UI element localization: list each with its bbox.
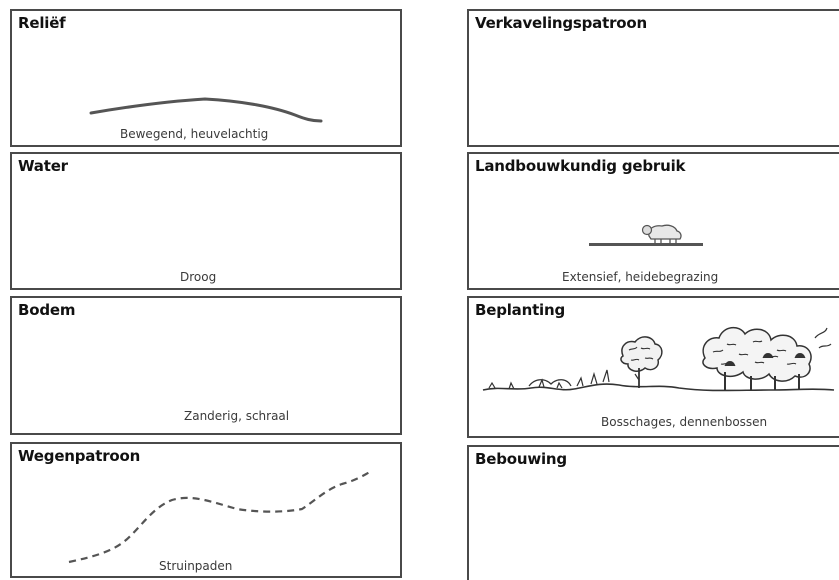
panel-title-relief: Reliëf xyxy=(18,14,66,32)
panel-title-water: Water xyxy=(18,157,68,175)
panel-vegetation: Beplanting Bosschages, dennenbossen xyxy=(467,296,839,438)
panel-title-parcels: Verkavelingspatroon xyxy=(475,14,647,32)
panel-title-buildings: Bebouwing xyxy=(475,450,567,468)
panel-parcels: Verkavelingspatroon xyxy=(467,9,839,147)
small-tree-icon xyxy=(620,336,663,388)
panel-title-soil: Bodem xyxy=(18,301,76,319)
grazing-sheep-illustration xyxy=(589,224,703,246)
panel-relief: Reliëf Bewegend, heuvelachtig xyxy=(10,9,402,147)
panel-title-vegetation: Beplanting xyxy=(475,301,566,319)
panel-caption-relief: Bewegend, heuvelachtig xyxy=(120,127,269,141)
panel-title-roads: Wegenpatroon xyxy=(18,447,141,465)
tree-cluster-icon xyxy=(702,326,832,390)
panel-caption-roads: Struinpaden xyxy=(159,559,233,573)
panel-agriculture: Landbouwkundig gebruik Extensief, heideb… xyxy=(467,152,839,290)
panel-buildings: Bebouwing xyxy=(467,445,839,580)
dashed-path-illustration xyxy=(68,471,371,564)
trees-and-shrubs-illustration xyxy=(482,326,835,392)
panel-caption-vegetation: Bosschages, dennenbossen xyxy=(601,415,768,429)
panel-caption-soil: Zanderig, schraal xyxy=(184,409,290,423)
panel-caption-water: Droog xyxy=(180,270,217,284)
panel-caption-agriculture: Extensief, heidebegrazing xyxy=(562,270,719,284)
panel-title-agriculture: Landbouwkundig gebruik xyxy=(475,157,686,175)
hill-profile-illustration xyxy=(89,97,323,123)
panel-water: Water Droog xyxy=(10,152,402,290)
sheep-icon xyxy=(641,224,682,244)
panel-roads: Wegenpatroon Struinpaden xyxy=(10,442,402,578)
panel-soil: Bodem Zanderig, schraal xyxy=(10,296,402,435)
